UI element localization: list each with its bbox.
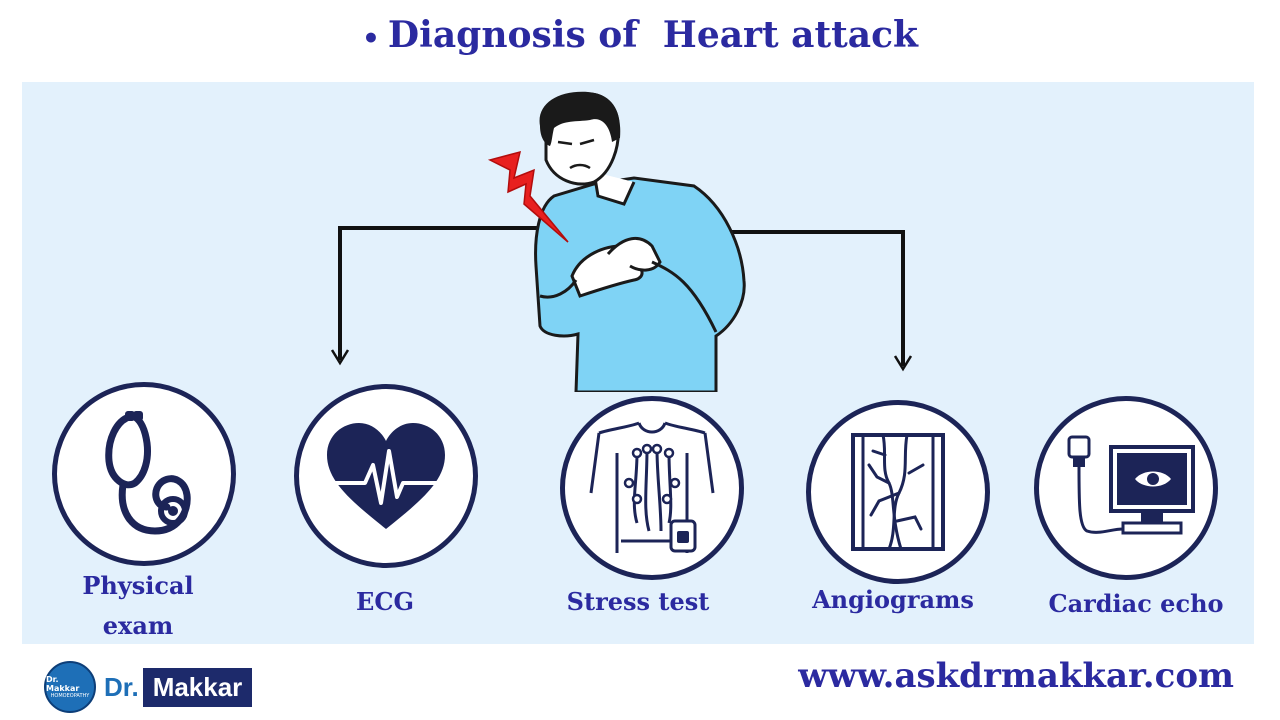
physical-exam-label: Physical exam bbox=[50, 566, 226, 646]
angiogram-vessels-icon bbox=[851, 433, 945, 551]
heart-attack-person-illustration bbox=[487, 91, 746, 392]
logo-badge-line1: Dr. Makkar bbox=[46, 674, 80, 693]
ecg-circle bbox=[294, 384, 478, 568]
dr-makkar-logo[interactable]: Dr. Makkar HOMOEOPATHY Dr. Makkar bbox=[44, 661, 253, 713]
echocardiogram-monitor-icon bbox=[1067, 435, 1195, 535]
left-connector-line bbox=[338, 226, 560, 360]
stress-test-electrodes-icon bbox=[589, 421, 715, 553]
diagram-title: •Diagnosis of Heart attack bbox=[0, 14, 1280, 56]
cardiac-echo-circle bbox=[1034, 396, 1218, 580]
logo-name-text: Makkar bbox=[142, 667, 253, 707]
left-arrowhead bbox=[330, 349, 350, 366]
stethoscope-icon bbox=[105, 411, 191, 535]
stress-test-circle bbox=[560, 396, 744, 580]
physical-exam-circle bbox=[52, 382, 236, 566]
physical-exam-label-line2: exam bbox=[102, 611, 174, 640]
right-arrowhead bbox=[893, 355, 913, 372]
logo-badge-line2: HOMOEOPATHY bbox=[50, 692, 90, 699]
pain-lightning-icon bbox=[487, 150, 569, 243]
right-connector-line bbox=[700, 230, 905, 366]
logo-dr-text: Dr. bbox=[100, 671, 143, 703]
angiograms-label: Angiograms bbox=[812, 585, 974, 614]
stress-test-label: Stress test bbox=[566, 587, 710, 616]
physical-exam-label-line1: Physical bbox=[82, 571, 194, 600]
website-link[interactable]: www.askdrmakkar.com bbox=[798, 656, 1234, 696]
cardiac-echo-label: Cardiac echo bbox=[1048, 589, 1224, 618]
ecg-label: ECG bbox=[356, 587, 414, 616]
logo-badge: Dr. Makkar HOMOEOPATHY bbox=[44, 661, 96, 713]
title-bullet: • bbox=[362, 21, 380, 55]
title-text: Diagnosis of Heart attack bbox=[387, 14, 918, 56]
angiograms-circle bbox=[806, 400, 990, 584]
heart-ecg-icon bbox=[327, 423, 445, 529]
